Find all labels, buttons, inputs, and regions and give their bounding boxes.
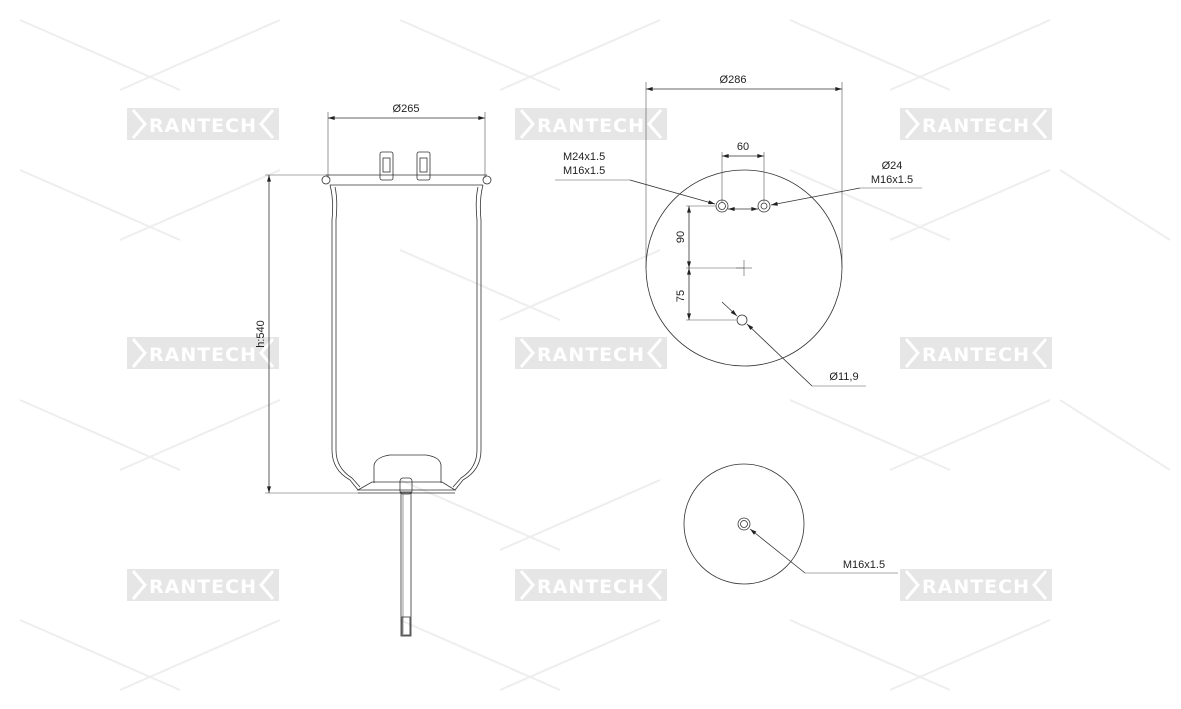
left-port-label-2: M16x1.5 xyxy=(563,165,605,177)
watermark-logos: RANTECH RANTECH RANTECH RANTECH RANTECH xyxy=(127,108,1052,601)
spacing-label: 60 xyxy=(737,141,749,153)
watermark-logo: RANTECH xyxy=(900,337,1052,369)
svg-text:RANTECH: RANTECH xyxy=(922,576,1030,598)
watermark-logo: RANTECH xyxy=(515,569,667,601)
small-hole-label: Ø11,9 xyxy=(829,371,858,383)
plate-diameter-label: Ø286 xyxy=(720,74,747,86)
top-plate-view: Ø286 60 M24x1.5 M16x1.5 Ø24 M16x1.5 90 7… xyxy=(555,74,922,387)
air-fitting xyxy=(416,151,431,181)
stud-bolt xyxy=(379,151,394,181)
bottom-view: M16x1.5 xyxy=(683,463,898,585)
bottom-thread-hole xyxy=(737,517,751,531)
watermark-logo: RANTECH xyxy=(900,108,1052,140)
right-port-label-2: M16x1.5 xyxy=(871,174,913,186)
watermark-logo: RANTECH xyxy=(515,337,667,369)
svg-text:RANTECH: RANTECH xyxy=(922,115,1030,137)
svg-text:RANTECH: RANTECH xyxy=(537,344,645,366)
offset-upper-label: 90 xyxy=(675,231,687,243)
watermark-logo: RANTECH xyxy=(515,108,667,140)
offset-lower-label: 75 xyxy=(675,290,687,302)
bottom-thread-label: M16x1.5 xyxy=(843,559,885,571)
watermark-logo: RANTECH xyxy=(127,569,279,601)
svg-text:RANTECH: RANTECH xyxy=(149,115,257,137)
diameter-label: Ø265 xyxy=(393,103,420,115)
port-right xyxy=(757,199,771,213)
watermark-logo: RANTECH xyxy=(900,569,1052,601)
top-plate-outline xyxy=(645,169,843,367)
height-label: h:540 xyxy=(255,320,267,348)
watermark-lines xyxy=(19,19,1171,691)
svg-text:RANTECH: RANTECH xyxy=(149,344,257,366)
right-port-label-1: Ø24 xyxy=(882,160,903,172)
left-port-label-1: M24x1.5 xyxy=(563,151,605,163)
svg-text:RANTECH: RANTECH xyxy=(149,576,257,598)
watermark-logo: RANTECH xyxy=(127,108,279,140)
svg-text:RANTECH: RANTECH xyxy=(537,576,645,598)
piston-rod xyxy=(400,491,412,637)
piston-bottom-outline xyxy=(683,463,805,585)
small-hole xyxy=(736,314,748,326)
side-view: Ø265 h:540 xyxy=(255,103,492,637)
svg-text:RANTECH: RANTECH xyxy=(922,344,1030,366)
svg-text:RANTECH: RANTECH xyxy=(537,115,645,137)
